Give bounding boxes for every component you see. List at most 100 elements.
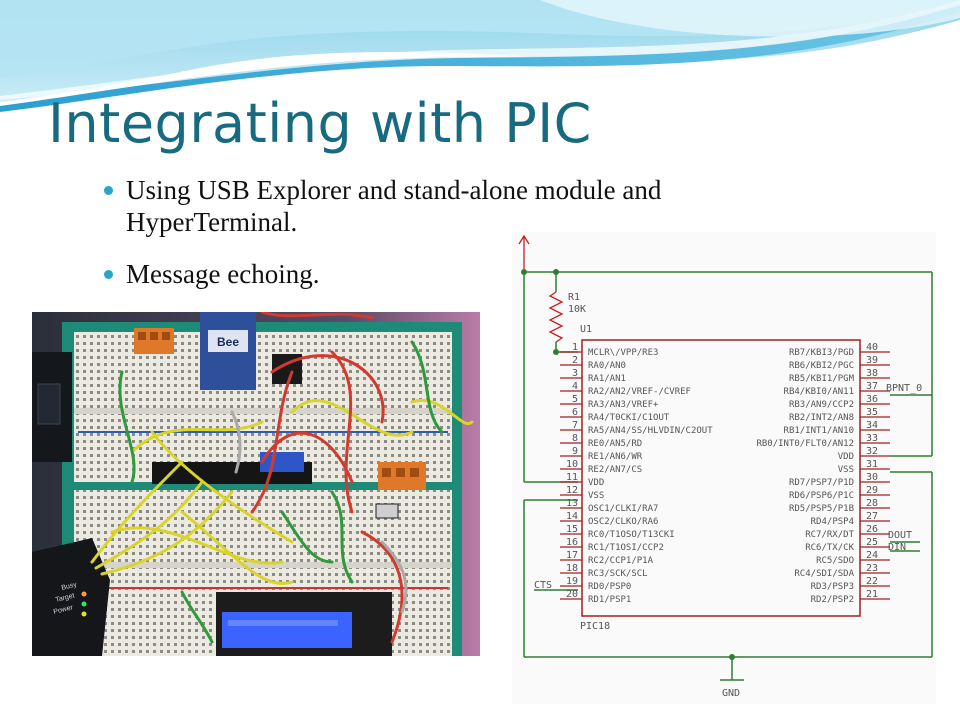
net-label-cts: CTS [534,580,552,591]
pin-number: 34 [866,420,878,431]
device-label-power: Power [53,604,75,616]
pin-number: 30 [866,472,878,483]
pin-number: 29 [866,485,878,496]
pin-name: RD2/PSP2 [811,595,854,605]
bullet-text: Using USB Explorer and stand-alone modul… [126,175,662,237]
net-label-bpnt: BPNT_0 [886,383,922,394]
pin-name: RE0/AN5/RD [588,439,642,449]
pin-number: 31 [866,459,878,470]
pin-number: 17 [566,550,578,561]
ground-label: GND [722,688,740,699]
pin-number: 8 [572,433,578,444]
slide-title: Integrating with PIC [48,92,592,155]
device-label-busy: Busy [61,581,78,592]
resistor-name: R1 [568,292,580,303]
pin-name: RD1/PSP1 [588,595,631,605]
pin-name: RA2/AN2/VREF-/CVREF [588,387,691,397]
pin-name: RB1/INT1/AN10 [784,426,854,436]
bullet-dot-icon [104,186,113,195]
pin-number: 38 [866,368,878,379]
pin-number: 26 [866,524,878,535]
pin-name: RB4/KBI0/AN11 [784,387,854,397]
schematic-wires [523,271,933,681]
pin-name: RC1/T1OSI/CCP2 [588,543,664,553]
pin-number: 14 [566,511,578,522]
pin-number: 1 [572,342,578,353]
bullet-item: Using USB Explorer and stand-alone modul… [102,174,822,238]
pin-number: 13 [566,498,578,509]
pin-name: RD6/PSP6/P1C [789,491,854,501]
pin-number: 25 [866,537,878,548]
pin-name: RB3/AN9/CCP2 [789,400,854,410]
pin-name: RB5/KBI1/PGM [789,374,855,384]
pin-number: 5 [572,394,578,405]
pin-name: RC5/SDO [816,556,854,566]
pin-name: OSC2/CLKO/RA6 [588,517,658,527]
pin-name: RA3/AN3/VREF+ [588,400,659,410]
resistor-value: 10K [568,304,586,315]
pin-number: 12 [566,485,578,496]
pin-name: VSS [838,465,854,475]
pin-name: RC2/CCP1/P1A [588,556,654,566]
pin-number: 4 [572,381,578,392]
pin-name: RD3/PSP3 [811,582,854,592]
pin-number: 35 [866,407,878,418]
pin-number: 2 [572,355,578,366]
pin-number: 6 [572,407,578,418]
right-pin-group: 40RB7/KBI3/PGD39RB6/KBI2/PGC38RB5/KBI1/P… [756,342,890,605]
pin-name: RB0/INT0/FLT0/AN12 [756,439,854,449]
terminal-block [134,328,174,354]
pin-name: RD7/PSP7/P1D [789,478,854,488]
pin-name: RB7/KBI3/PGD [789,348,854,358]
pin-name: RC3/SCK/SCL [588,569,648,579]
pin-number: 16 [566,537,578,548]
pin-number: 22 [866,576,878,587]
pin-number: 32 [866,446,878,457]
pin-number: 11 [566,472,578,483]
breadboard-photo: Bee Busy Target Power [32,312,480,656]
pin-name: RA0/AN0 [588,361,626,371]
pin-name: RC6/TX/CK [805,543,854,553]
net-label-din: DIN [888,542,906,553]
pin-name: RE1/AN6/WR [588,452,643,462]
bullet-dot-icon [104,270,113,279]
pin-number: 10 [566,459,578,470]
pin-number: 24 [866,550,878,561]
pin-name: MCLR\/VPP/RE3 [588,348,658,358]
pin-name: OSC1/CLKI/RA7 [588,504,658,514]
bullet-item: Message echoing. [102,258,822,290]
resistor-symbol [548,291,564,343]
pin-name: RD4/PSP4 [811,517,854,527]
